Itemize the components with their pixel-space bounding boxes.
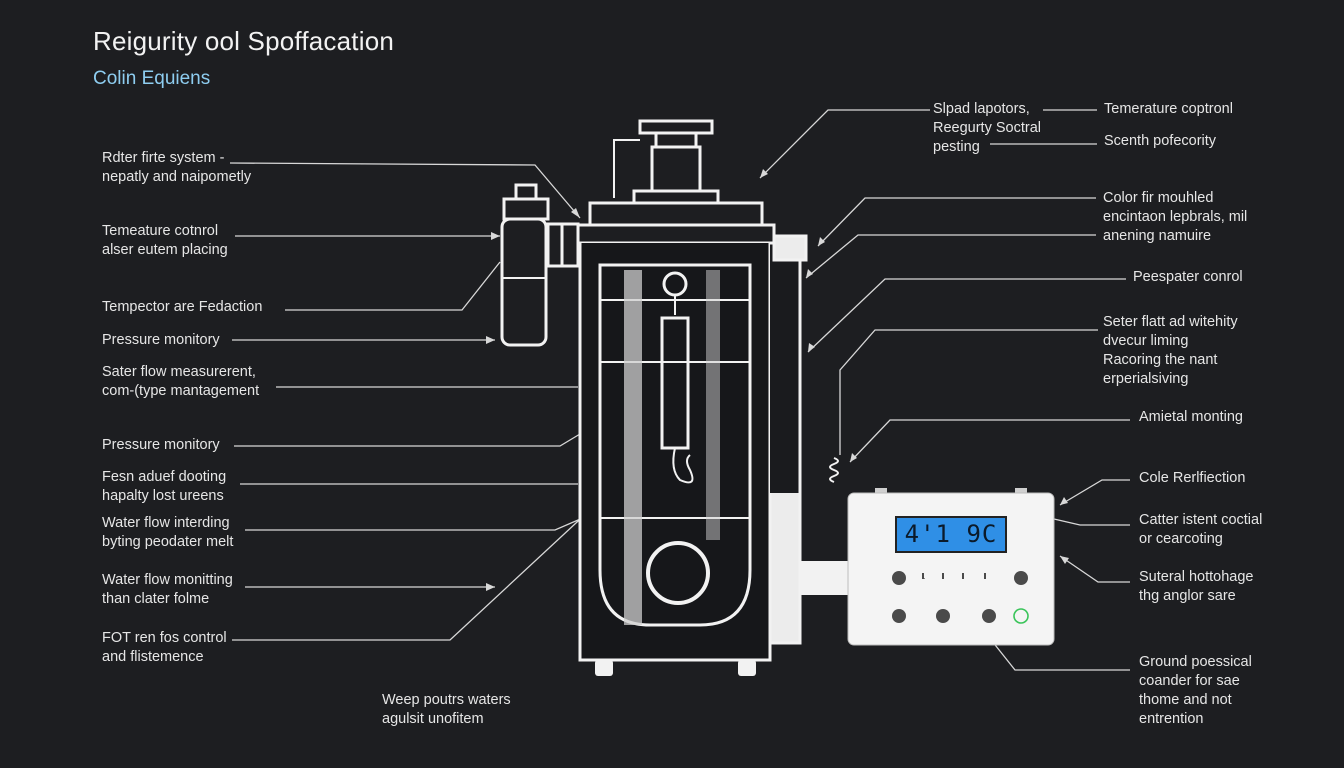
right-label-11-line-3: thome and not [1139,692,1232,708]
left-label-9-line-2: than clater folme [102,591,210,607]
bottom-label: Weep poutrs waters agulsit unofitem [382,691,511,729]
right-label-1: Slpad lapotors, Reegurty Soctral pesting [933,100,1041,157]
svg-text:·: · [923,574,926,583]
right-label-11-line-2: coander for sae [1139,673,1240,689]
left-label-10-line-1: FOT ren fos control [102,630,227,646]
left-label-1-line-2: nepatly and naipometly [102,169,252,185]
left-label-8-line-2: byting peodater melt [102,534,234,550]
left-label-7-line-2: hapalty lost ureens [102,488,224,504]
right-label-2-line-1: Temerature coptronl [1104,101,1233,117]
right-label-10: Suteral hottohage thg anglor sare [1139,568,1253,606]
right-label-6: Seter flatt ad witehity dvecur liming Ra… [1103,313,1238,389]
left-label-4-line-1: Pressure monitory [102,332,220,348]
right-label-5: Peespater conrol [1133,268,1243,287]
leader-lines [229,109,1130,671]
left-label-2-line-2: alser eutem placing [102,242,228,258]
left-label-1-line-1: Rdter firte system - [102,150,225,166]
left-label-9: Water flow monitting than clater folme [102,571,233,609]
left-label-2-line-1: Temeature cotnrol [102,223,219,239]
right-label-9-line-2: or cearcoting [1139,531,1223,547]
bottom-label-line-2: agulsit unofitem [382,711,484,727]
right-label-3: Scenth pofecority [1104,132,1216,151]
right-label-6-line-2: dvecur liming [1103,333,1189,349]
left-label-10-line-2: and flistemence [102,649,204,665]
left-label-6-line-1: Pressure monitory [102,437,220,453]
right-label-11-line-1: Ground poessical [1139,654,1252,670]
right-label-4: Color fir mouhled encintaon lepbrals, mi… [1103,189,1247,246]
right-label-5-line-1: Peespater conrol [1133,269,1243,285]
page-subtitle: Colin Equiens [93,68,211,89]
left-label-2: Temeature cotnrol alser eutem placing [102,222,228,260]
right-label-11: Ground poessical coander for sae thome a… [1139,653,1252,729]
right-label-10-line-1: Suteral hottohage [1139,569,1254,585]
left-label-8: Water flow interding byting peodater mel… [102,514,233,552]
right-label-1-line-3: pesting [933,139,980,155]
right-label-4-line-2: encintaon lepbrals, mil [1103,209,1248,225]
right-label-11-line-4: entrention [1139,711,1204,727]
right-label-6-line-4: erperialsiving [1103,371,1189,387]
right-label-4-line-1: Color fir mouhled [1103,190,1214,206]
left-label-5-line-1: Sater flow measurerent, [102,364,256,380]
right-label-3-line-1: Scenth pofecority [1104,133,1217,149]
right-label-6-line-1: Seter flatt ad witehity [1103,314,1238,330]
right-label-10-line-2: thg anglor sare [1139,588,1236,604]
right-label-9-line-1: Catter istent coctial [1139,512,1263,528]
right-label-1-line-1: Slpad lapotors, [933,101,1030,117]
left-label-4: Pressure monitory [102,331,220,350]
right-label-4-line-3: anening namuire [1103,228,1212,244]
left-label-5: Sater flow measurerent, com-(type mantag… [102,363,259,401]
left-label-3: Tempector are Fedaction [102,298,262,317]
right-label-1-line-2: Reegurty Soctral [933,120,1041,136]
right-label-8-line-1: Cole Rerlfiection [1139,470,1246,486]
controller-unit: · [847,488,1055,646]
left-label-7: Fesn aduef dooting hapalty lost ureens [102,468,226,506]
left-label-5-line-2: com-(type mantagement [102,383,260,399]
temperature-display: 4'1 9C [895,516,1007,553]
left-label-6: Pressure monitory [102,436,220,455]
right-label-7-line-1: Amietal monting [1139,409,1243,425]
bottom-label-line-1: Weep poutrs waters [382,692,511,708]
left-label-3-line-1: Tempector are Fedaction [102,299,263,315]
right-label-6-line-3: Racoring the nant [1103,352,1218,368]
vessel [500,119,851,676]
right-label-2: Temerature coptronl [1104,100,1233,119]
right-label-8: Cole Rerlfiection [1139,469,1245,488]
page-title: Reigurity ool Spoffacation [93,26,395,56]
left-label-1: Rdter firte system - nepatly and naipome… [102,149,251,187]
right-label-9: Catter istent coctial or cearcoting [1139,511,1262,549]
left-label-8-line-1: Water flow interding [102,515,230,531]
left-label-9-line-1: Water flow monitting [102,572,233,588]
left-label-7-line-1: Fesn aduef dooting [102,469,227,485]
right-label-7: Amietal monting [1139,408,1243,427]
left-label-10: FOT ren fos control and flistemence [102,629,227,667]
